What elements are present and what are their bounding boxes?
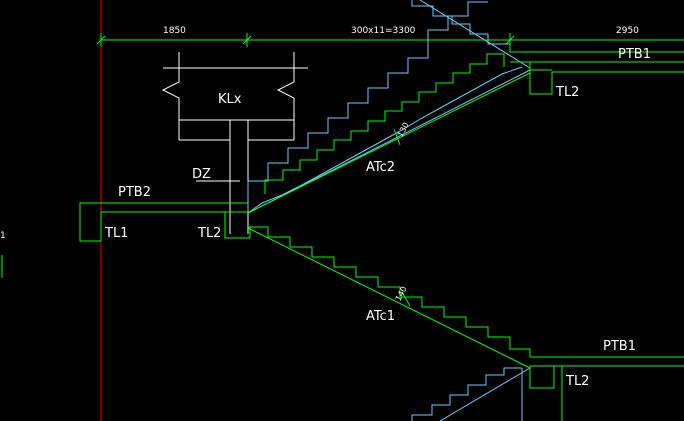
tie-beam-label-bottom-right: TL2 <box>566 374 590 389</box>
tie-beam-label-top-right: TL2 <box>556 85 580 100</box>
left-platform <box>79 202 251 242</box>
right-platform-top <box>509 40 684 95</box>
beam-section <box>161 52 308 234</box>
platform-label-bottom-right: PTB1 <box>603 339 636 354</box>
flight-label-lower: ATc1 <box>366 309 396 324</box>
dimension-right: 2950 <box>616 26 639 36</box>
beam-label: KLx <box>218 92 242 107</box>
column-label: DZ <box>192 167 211 182</box>
bottom-stair-flight <box>411 367 531 421</box>
edge-mark-label: 1 <box>0 231 6 241</box>
platform-label-left: PTB2 <box>118 185 151 200</box>
right-platform-bottom <box>529 356 684 421</box>
tie-beam-label-left: TL1 <box>105 226 129 241</box>
thickness-marks <box>393 128 411 307</box>
upper-stair-steps <box>247 53 531 214</box>
dimension-middle: 300x11=3300 <box>351 26 416 36</box>
lower-stair-steps <box>247 226 531 369</box>
upper-stair-flight <box>247 1 531 214</box>
flight-label-upper: ATc2 <box>366 160 396 175</box>
top-stair-flight <box>411 0 531 69</box>
dimension-left: 1850 <box>163 26 186 36</box>
tie-beam-label-center: TL2 <box>198 226 222 241</box>
platform-label-top-right: PTB1 <box>618 47 651 62</box>
